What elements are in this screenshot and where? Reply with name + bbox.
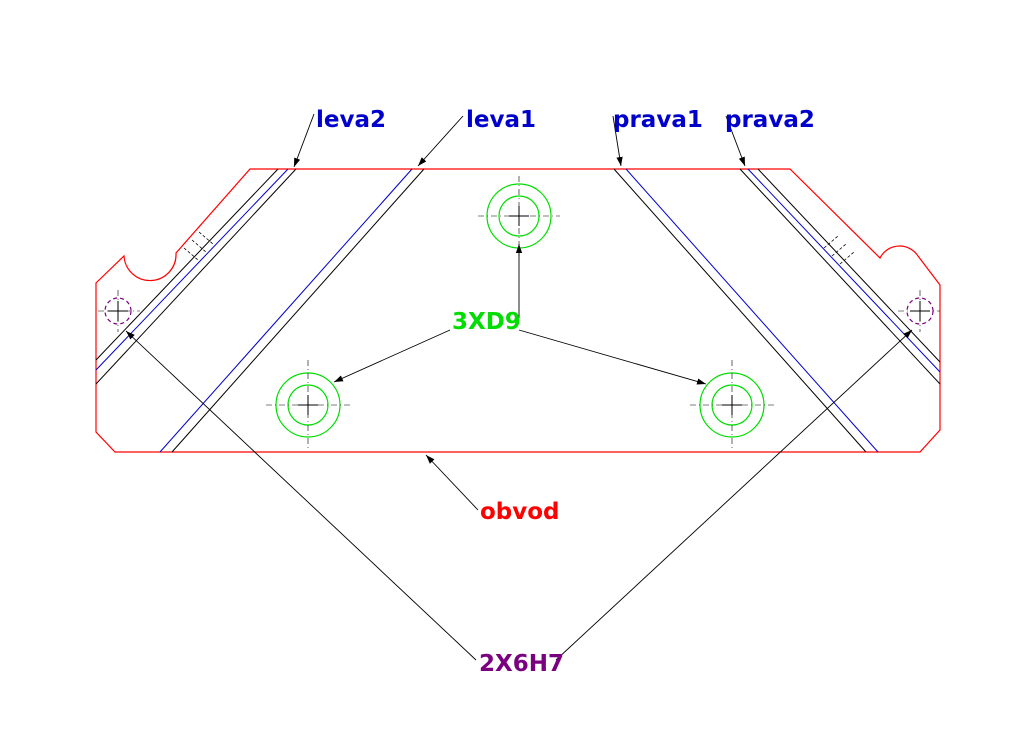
left-edge-2-lines [95, 168, 297, 385]
label-leva2: leva2 [316, 107, 386, 133]
leader-prava1 [612, 115, 623, 167]
plate-outline [95, 168, 941, 453]
hole-d9-right [690, 360, 774, 450]
label-holes-h7: 2X6H7 [479, 651, 564, 677]
label-prava2: prava2 [725, 107, 815, 133]
leader-h7-left [125, 330, 477, 661]
leader-lines [125, 113, 913, 661]
leader-h7-right [555, 329, 913, 661]
label-prava1: prava1 [613, 107, 703, 133]
label-holes-d9: 3XD9 [452, 309, 521, 335]
right-edge-2-lines [739, 168, 941, 385]
hole-h7-left [98, 290, 140, 332]
label-outline: obvod [480, 499, 560, 525]
leader-leva1 [417, 115, 464, 167]
hole-d9-left [266, 360, 350, 450]
leader-leva2 [293, 113, 315, 168]
left-edge-1-lines [159, 168, 425, 453]
right-edge-1-lines [613, 168, 879, 453]
hole-h7-right [898, 290, 940, 332]
leader-d9-left [333, 329, 451, 383]
leader-d9-right [518, 329, 707, 385]
leader-prava2 [725, 115, 746, 167]
label-leva1: leva1 [466, 107, 536, 133]
leader-obvod [425, 454, 479, 511]
